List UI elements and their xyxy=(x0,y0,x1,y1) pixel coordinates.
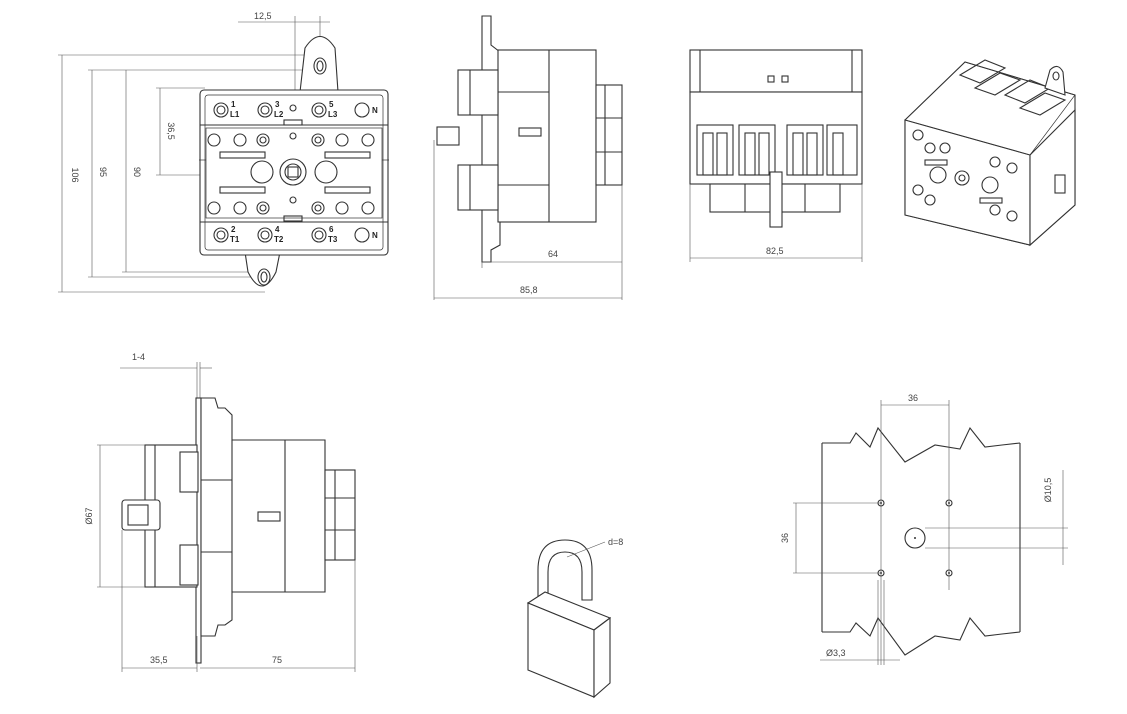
terminal-2: 2 xyxy=(231,225,236,234)
front-view: 106 95 90 36,5 12,5 xyxy=(58,11,389,293)
dim-center-hole-10-5: Ø10,5 xyxy=(1043,478,1053,503)
front-face-details xyxy=(207,119,375,222)
terminal-t1: T1 xyxy=(230,235,240,244)
terminal-6: 6 xyxy=(329,225,334,234)
dim-shackle-d8: d=8 xyxy=(608,537,623,547)
terminal-t2: T2 xyxy=(274,235,284,244)
terminal-l3: L3 xyxy=(328,110,338,119)
dim-64: 64 xyxy=(548,249,558,259)
dim-spacing-36-h: 36 xyxy=(908,393,918,403)
bottom-terminal-screws xyxy=(213,227,370,243)
isometric-view xyxy=(904,59,1076,247)
terminal-n-bottom: N xyxy=(372,231,378,240)
dim-36-5: 36,5 xyxy=(166,122,176,140)
terminal-5: 5 xyxy=(329,100,334,109)
section-view: 1-4 Ø67 35,5 75 xyxy=(84,352,356,672)
dim-12-5: 12,5 xyxy=(254,11,272,21)
top-view: 82,5 xyxy=(689,49,863,262)
terminal-n-top: N xyxy=(372,106,378,115)
dim-85-8: 85,8 xyxy=(520,285,538,295)
dim-1-4: 1-4 xyxy=(132,352,145,362)
terminal-l1: L1 xyxy=(230,110,240,119)
iso-front-holes xyxy=(912,129,1018,222)
iso-top-terminals xyxy=(958,59,1067,116)
top-terminal-screws xyxy=(213,102,370,118)
side-view: 64 85,8 xyxy=(433,15,623,300)
top-view-terminals xyxy=(696,124,858,176)
dim-diameter-67: Ø67 xyxy=(84,507,94,524)
dim-106: 106 xyxy=(70,167,80,182)
dim-82-5: 82,5 xyxy=(766,246,784,256)
drilling-template: 36 36 Ø10,5 Ø3,3 xyxy=(780,393,1068,665)
dim-spacing-36-v: 36 xyxy=(780,533,790,543)
dim-small-hole-3-3: Ø3,3 xyxy=(826,648,846,658)
dim-90: 90 xyxy=(132,167,142,177)
terminal-t3: T3 xyxy=(328,235,338,244)
terminal-4: 4 xyxy=(275,225,280,234)
terminal-1: 1 xyxy=(231,100,236,109)
terminal-l2: L2 xyxy=(274,110,284,119)
dim-95: 95 xyxy=(98,167,108,177)
dim-35-5: 35,5 xyxy=(150,655,168,665)
dim-75: 75 xyxy=(272,655,282,665)
drill-holes xyxy=(877,499,953,577)
padlock: d=8 xyxy=(526,537,623,699)
terminal-3: 3 xyxy=(275,100,280,109)
